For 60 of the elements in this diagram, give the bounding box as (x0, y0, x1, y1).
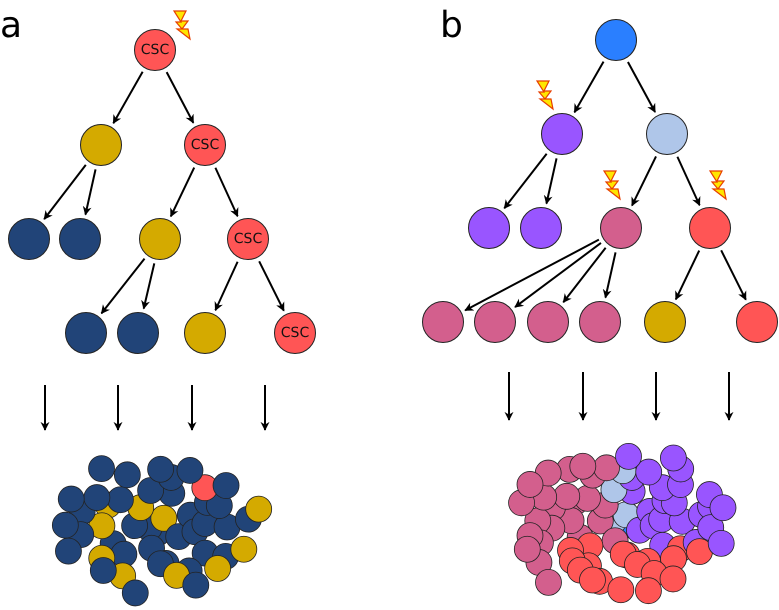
arrow (676, 156, 700, 206)
panel-label: a (0, 8, 22, 44)
arrow (100, 258, 146, 314)
cell-circle (184, 312, 226, 354)
cell-label: CSC (234, 232, 262, 246)
cell-circle (184, 124, 226, 166)
arrow (514, 242, 602, 308)
cell-circle (527, 301, 569, 343)
cell-circle (689, 207, 731, 249)
downward-arrow (652, 372, 660, 421)
arrow (214, 261, 238, 312)
cell-circle (474, 301, 516, 343)
arrow (574, 61, 604, 114)
panel-label: b (440, 8, 463, 44)
cell-circle (579, 301, 621, 343)
cell-circle (541, 113, 583, 155)
arrow (562, 247, 606, 303)
downward-arrow (260, 385, 270, 431)
arrow (631, 156, 657, 206)
arrow (170, 167, 196, 218)
cell-circle (65, 312, 107, 354)
cell-circle (134, 29, 176, 71)
arrow (43, 164, 87, 220)
arrow (82, 169, 97, 216)
cell-circle (8, 218, 50, 260)
cell-circle (736, 301, 778, 343)
cell-circle (227, 218, 269, 260)
arrow (166, 72, 194, 124)
cell-circle (600, 207, 642, 249)
cell-label: CSC (280, 326, 310, 340)
arrow (214, 167, 238, 218)
cell-circle (139, 218, 181, 260)
cell-circle (117, 312, 159, 354)
arrow (602, 252, 617, 298)
arrow (544, 158, 558, 204)
cell-circle (422, 301, 464, 343)
downward-arrow (578, 372, 588, 421)
downward-arrow (40, 385, 50, 431)
arrow (464, 238, 600, 312)
cell-circle (468, 207, 510, 249)
downward-arrow (114, 385, 122, 431)
arrow (258, 260, 285, 312)
arrow (720, 250, 747, 300)
cell-circle (646, 113, 688, 155)
cell-circle (80, 124, 122, 166)
cell-circle (595, 19, 637, 61)
arrow (141, 263, 156, 310)
downward-arrow (504, 372, 514, 421)
arrow (112, 71, 144, 124)
arrow (674, 250, 700, 300)
downward-arrow (188, 385, 196, 431)
cell-circle (520, 207, 562, 249)
cell-circle (274, 312, 316, 354)
cell-label: CSC (140, 43, 170, 57)
downward-arrow (724, 372, 734, 421)
arrow (627, 62, 656, 113)
cell-circle (644, 301, 686, 343)
arrow (504, 153, 548, 209)
cell-circle (59, 218, 101, 260)
cell-label: CSC (190, 138, 220, 152)
